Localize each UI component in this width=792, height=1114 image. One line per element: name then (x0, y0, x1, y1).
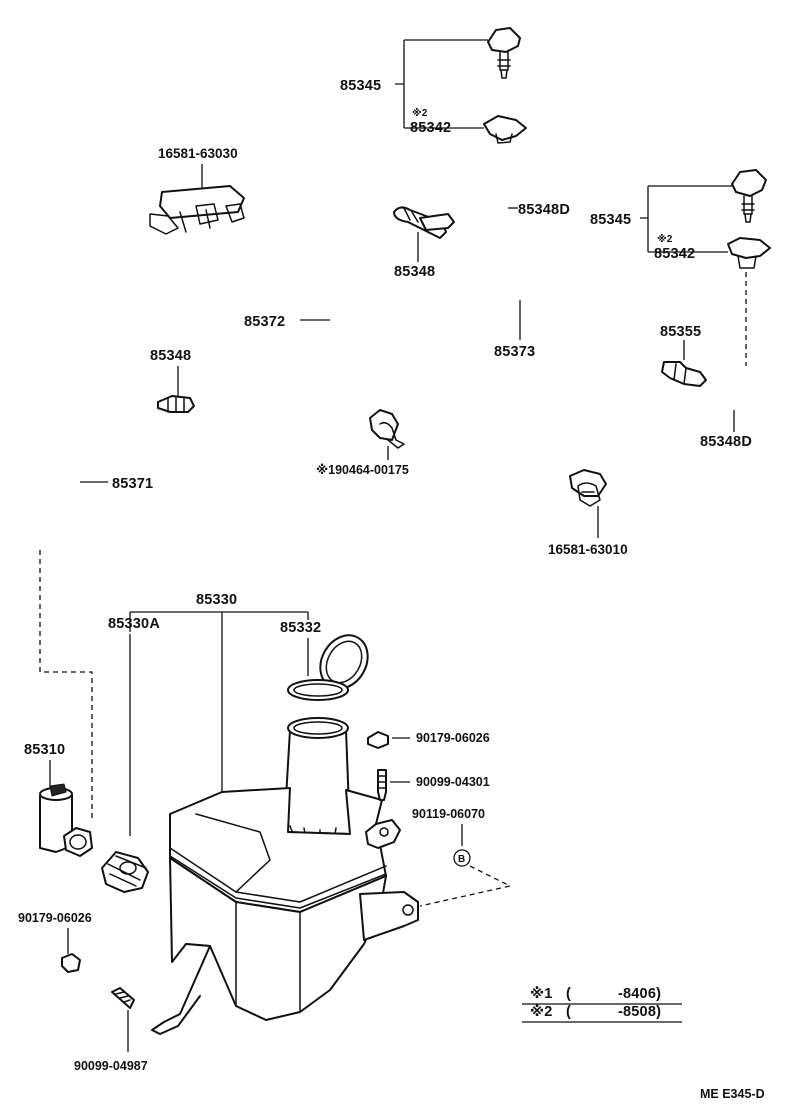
label-16581-63030: 16581-63030 (158, 146, 238, 161)
label-85348-left: 85348 (150, 348, 191, 364)
cap-85332 (287, 634, 369, 701)
note1-range: -8406) (618, 986, 661, 1002)
label-85372: 85372 (244, 314, 285, 330)
nozzle-cap-85342-top (483, 115, 527, 144)
joint-85355 (661, 361, 707, 387)
label-90119-06070: 90119-06070 (412, 807, 485, 821)
label-85310: 85310 (24, 742, 65, 758)
bolt-90099-04301 (377, 769, 387, 801)
note1-paren: ( (566, 986, 571, 1002)
clamp-190464-00175 (369, 409, 405, 449)
label-85348D-top: 85348D (518, 202, 570, 218)
label-85342-right: 85342 (654, 246, 695, 262)
hose-85372 (206, 153, 382, 450)
label-90099-04301: 90099-04301 (416, 775, 490, 789)
reference-b-circle (453, 849, 471, 867)
diagram-code: ME E345-D (700, 1087, 765, 1101)
bolt-90099-04987 (111, 987, 135, 1009)
label-90179-06026-upper: 90179-06026 (416, 731, 490, 745)
joint-85348-left (157, 395, 195, 413)
joint-85348-top (393, 206, 455, 239)
washer-tank-85330 (151, 717, 419, 1035)
note2-range: -8508) (618, 1004, 661, 1020)
applicability-notes: ※1 ( -8406) ※2 ( -8508) (522, 986, 682, 1023)
clip-16581-63010 (569, 469, 607, 507)
label-85348D-right: 85348D (700, 434, 752, 450)
label-85345-top: 85345 (340, 78, 381, 94)
label-85332: 85332 (280, 620, 321, 636)
nut-90179-06026-upper (367, 731, 389, 749)
nozzle-85345-top (487, 27, 521, 79)
label-note-mark-top: ※2 (412, 107, 428, 119)
elbow-85348D-right (716, 374, 748, 408)
label-85371: 85371 (112, 476, 153, 492)
nut-90179-06026-lower (61, 953, 81, 973)
clip-16581-63030 (149, 185, 245, 235)
label-90179-06026-lower: 90179-06026 (18, 911, 92, 925)
nozzle-85345-right (731, 169, 767, 223)
grommet-85330A (101, 851, 149, 893)
elbow-85348D-top (474, 188, 508, 222)
label-85342-top: 85342 (410, 120, 451, 136)
pump-85310 (39, 783, 93, 857)
label-16581-63010: 16581-63010 (548, 542, 628, 557)
label-note-mark-right: ※2 (657, 233, 673, 245)
label-85348-top: 85348 (394, 264, 435, 280)
hose-85373 (452, 244, 654, 356)
nozzle-cap-85342-right (727, 237, 771, 269)
label-190464-00175: ※190464-00175 (316, 463, 409, 477)
label-85330: 85330 (196, 592, 237, 608)
label-85345-right: 85345 (590, 212, 631, 228)
label-85330A: 85330A (108, 616, 160, 632)
reference-b-letter: B (458, 854, 465, 865)
label-85355: 85355 (660, 324, 701, 340)
hose-85371 (32, 402, 154, 546)
label-85373: 85373 (494, 344, 535, 360)
note2-mark: ※2 (530, 1004, 553, 1020)
note1-mark: ※1 (530, 986, 553, 1002)
label-90099-04987: 90099-04987 (74, 1059, 148, 1073)
note2-paren: ( (566, 1004, 571, 1020)
